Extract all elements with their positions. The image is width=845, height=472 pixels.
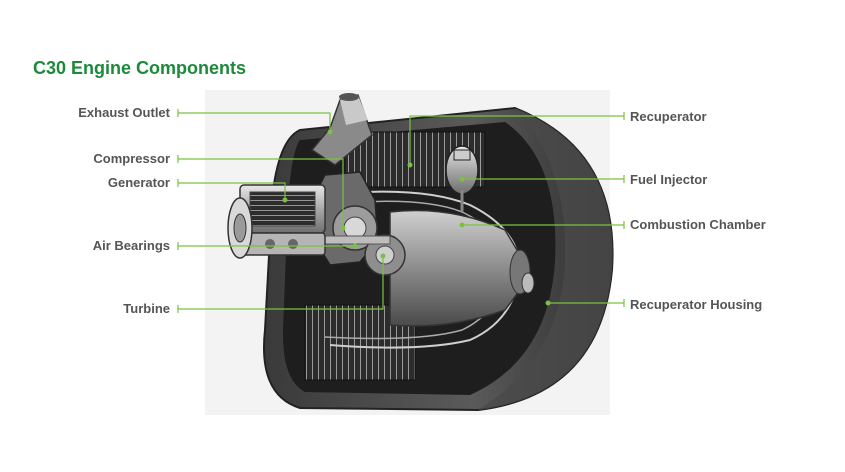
- callout-lines: [177, 109, 625, 313]
- leader-compressor: [178, 158, 344, 228]
- label-generator: Generator: [107, 175, 170, 190]
- callout-dots: [282, 129, 551, 306]
- engine-illustration: [205, 90, 614, 415]
- label-fuel-injector: Fuel Injector: [630, 172, 708, 187]
- leader-turbine: [178, 256, 384, 310]
- leader-exhaust-outlet: [178, 112, 331, 132]
- leader-generator: [178, 182, 286, 200]
- label-turbine: Turbine: [123, 301, 170, 316]
- label-recuperator-housing: Recuperator Housing: [630, 297, 763, 312]
- fuel-injector-part: [445, 145, 479, 212]
- leader-recuperator: [409, 115, 624, 165]
- label-air-bearings: Air Bearings: [92, 238, 170, 253]
- label-compressor: Compressor: [93, 151, 170, 166]
- label-exhaust-outlet: Exhaust Outlet: [78, 105, 170, 120]
- label-combustion-chamber: Combustion Chamber: [630, 217, 766, 232]
- combustion-chamber-body: [389, 209, 521, 327]
- diagram-title: C30 Engine Components: [33, 58, 247, 78]
- generator-part: [239, 184, 326, 256]
- label-recuperator: Recuperator: [630, 109, 707, 124]
